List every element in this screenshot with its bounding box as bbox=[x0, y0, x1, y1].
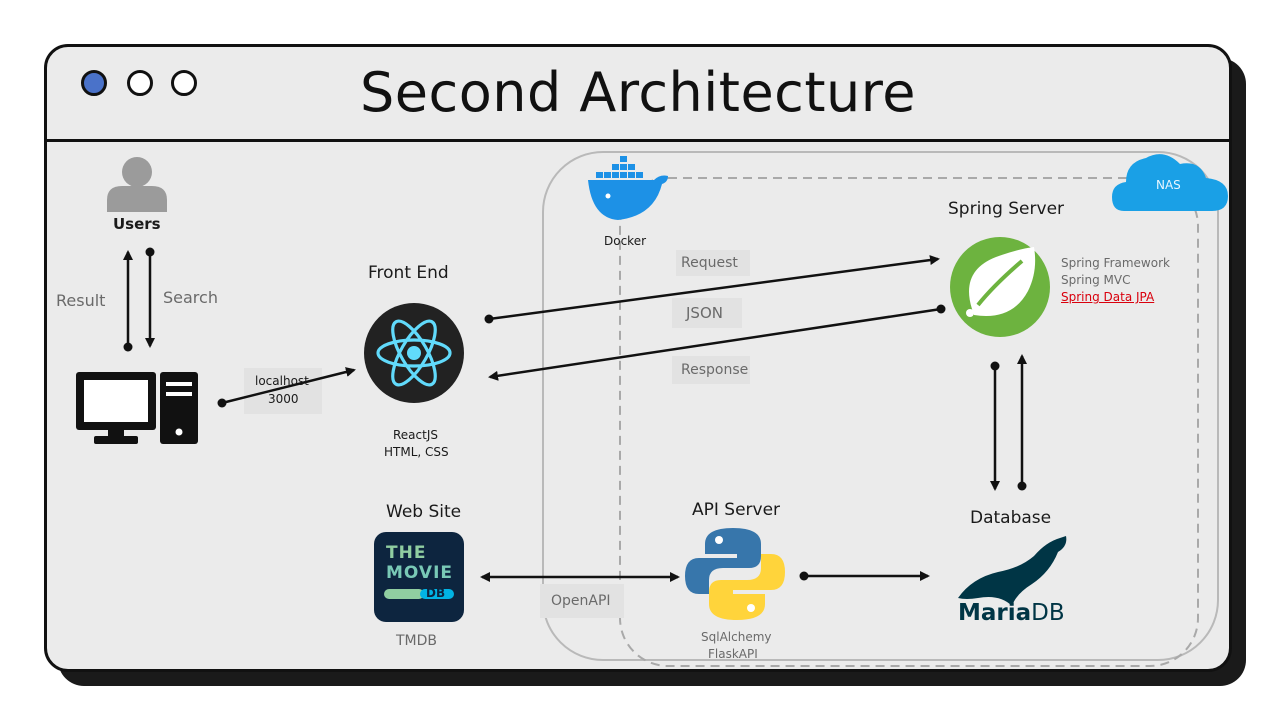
spring-tech-framework: Spring Framework bbox=[1061, 256, 1170, 270]
localhost-label: localhost bbox=[255, 374, 309, 388]
search-label: Search bbox=[163, 288, 218, 307]
spring-logo bbox=[950, 237, 1050, 337]
tmdb-logo bbox=[374, 532, 464, 622]
title-bar: Second Architecture bbox=[47, 47, 1229, 142]
nas-cloud-icon bbox=[1112, 154, 1228, 211]
mariadb-logo-maria: Maria bbox=[958, 600, 1032, 626]
docker-label: Docker bbox=[604, 234, 647, 248]
user-icon bbox=[107, 157, 167, 212]
frontend-title: Front End bbox=[368, 263, 449, 283]
window-button-3[interactable] bbox=[171, 70, 197, 96]
mariadb-logo-db: DB bbox=[1031, 600, 1065, 626]
docker-container-boundary bbox=[542, 151, 1219, 661]
spring-tech-mvc: Spring MVC bbox=[1061, 273, 1131, 287]
tmdb-logo-line-1: THE bbox=[386, 543, 427, 563]
computer-icon bbox=[76, 372, 198, 444]
window-button-2[interactable] bbox=[127, 70, 153, 96]
spring-tech-jpa: Spring Data JPA bbox=[1061, 290, 1155, 304]
tmdb-caption: TMDB bbox=[396, 633, 438, 649]
database-title: Database bbox=[970, 508, 1052, 528]
request-label: Request bbox=[681, 255, 738, 271]
api-title: API Server bbox=[692, 500, 781, 520]
nas-label: NAS bbox=[1156, 178, 1181, 192]
spring-title: Spring Server bbox=[948, 199, 1065, 219]
mariadb-seal-icon bbox=[958, 536, 1067, 606]
react-logo bbox=[364, 303, 464, 403]
api-tech-sqlalchemy: SqlAlchemy bbox=[701, 630, 772, 644]
docker-icon bbox=[588, 156, 668, 220]
response-label: Response bbox=[681, 362, 749, 378]
frontend-tech-html: HTML, CSS bbox=[384, 445, 449, 459]
users-label: Users bbox=[113, 215, 161, 233]
request-arrow bbox=[488, 255, 940, 321]
port-label: 3000 bbox=[268, 392, 299, 406]
mariadb-logo-text: MariaDB bbox=[958, 600, 1065, 626]
frontend-tech-react: ReactJS bbox=[393, 428, 438, 442]
tmdb-logo-line-3: DB bbox=[426, 586, 446, 600]
window-button-1[interactable] bbox=[81, 70, 107, 96]
python-logo bbox=[685, 528, 785, 620]
response-arrow bbox=[488, 307, 942, 381]
result-label: Result bbox=[56, 291, 106, 310]
website-title: Web Site bbox=[386, 502, 462, 522]
diagram-title: Second Architecture bbox=[360, 61, 916, 124]
tmdb-logo-line-2: MOVIE bbox=[386, 563, 454, 583]
nas-container-boundary bbox=[619, 177, 1199, 667]
localhost-arrow bbox=[221, 367, 356, 405]
json-label: JSON bbox=[686, 304, 723, 322]
openapi-label: OpenAPI bbox=[551, 593, 611, 609]
api-tech-flask: FlaskAPI bbox=[708, 647, 758, 661]
